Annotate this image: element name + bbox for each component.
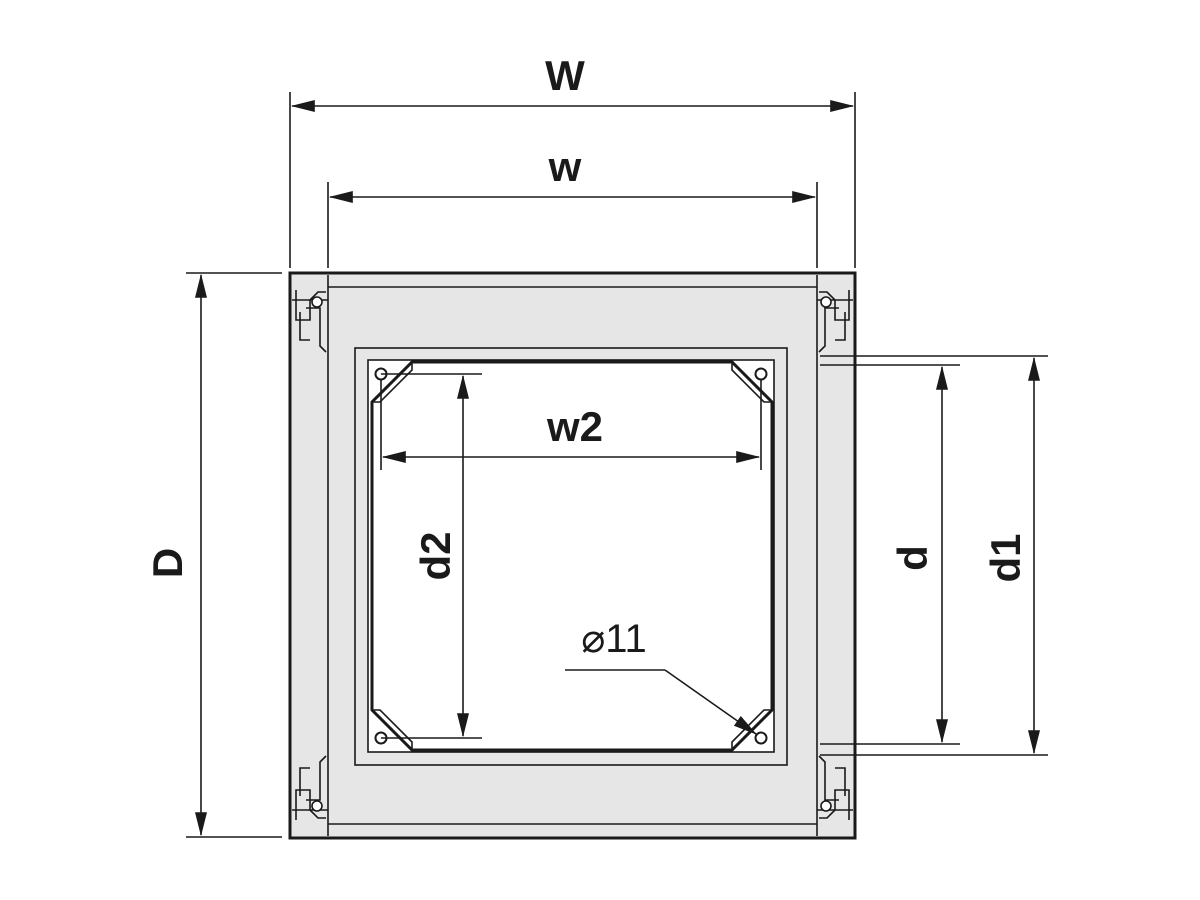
dimension-d1: d1 (820, 355, 1048, 756)
corner-bracket-top-left (295, 290, 327, 353)
dimension-d2: d2 (381, 373, 482, 739)
dimension-w2: w2 (380, 380, 762, 470)
dimension-d: d (820, 364, 960, 745)
dimension-D: D (144, 272, 282, 838)
dimension-W: W (289, 52, 856, 268)
corner-bracket-bottom-left (295, 755, 327, 820)
label-w2: w2 (546, 403, 603, 450)
dimension-w: w (327, 143, 818, 268)
label-d: d (889, 545, 936, 571)
label-w: w (548, 143, 582, 190)
label-D: D (144, 548, 191, 578)
hole-bottom-right (754, 731, 768, 745)
corner-bracket-top-right (818, 290, 850, 353)
label-W: W (545, 52, 585, 99)
label-d1: d1 (982, 533, 1029, 582)
corner-bracket-bottom-right (818, 755, 850, 820)
hole-callout: ⌀11 (565, 617, 757, 735)
inner-panel (354, 347, 788, 766)
label-hole-diameter: ⌀11 (581, 617, 647, 661)
hole-top-right (754, 367, 768, 381)
label-d2: d2 (412, 531, 459, 580)
